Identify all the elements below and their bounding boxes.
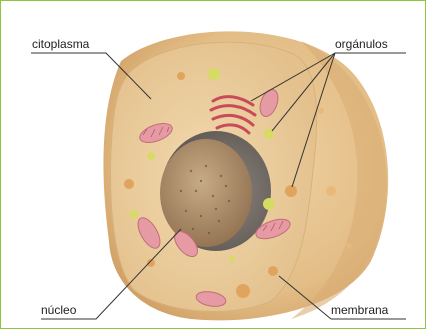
label-citoplasma: citoplasma: [32, 37, 89, 51]
nucleus: [160, 139, 252, 247]
label-nucleo: núcleo: [41, 303, 76, 317]
label-membrana: membrana: [331, 303, 388, 317]
label-organulos: orgánulos: [335, 37, 388, 51]
